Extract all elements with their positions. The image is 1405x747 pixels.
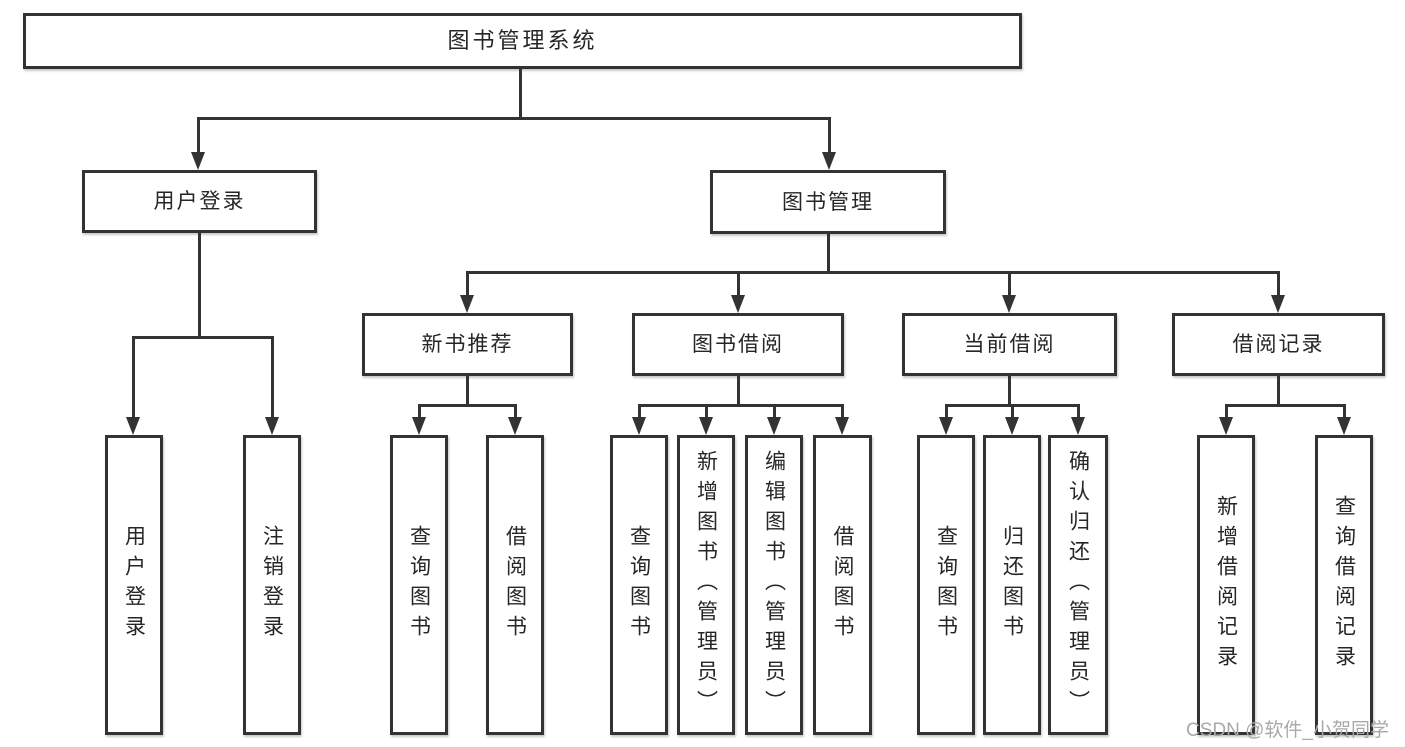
node-book-management: 图书管理 (710, 170, 946, 234)
arrowhead-down-icon (191, 152, 205, 170)
arrowhead-down-icon (835, 417, 849, 435)
node-borrow-record: 借阅记录 (1172, 313, 1385, 376)
connector-leaf-drop (418, 404, 421, 420)
node-new-book-recommend-label: 新书推荐 (421, 333, 514, 356)
node-root-label: 图书管理系统 (447, 28, 598, 53)
leaf-query-book-2: 查询图书 (610, 435, 668, 735)
arrowhead-down-icon (412, 417, 426, 435)
leaf-query-book-3: 查询图书 (917, 435, 975, 735)
leaf-add-borrow-record-label: 新增借阅记录 (1214, 495, 1238, 675)
leaf-query-book-1: 查询图书 (390, 435, 448, 735)
leaf-borrow-book-2: 借阅图书 (813, 435, 872, 735)
connector-borrow-record-rail (1225, 404, 1346, 407)
connector-leaf-drop (514, 404, 517, 420)
connector-leaf-drop (945, 404, 948, 420)
arrowhead-down-icon (1271, 295, 1285, 313)
leaf-user-login-label: 用户登录 (122, 525, 146, 645)
leaf-edit-book-admin-label: 编辑图书（管理员） (762, 450, 786, 720)
leaf-logout-label: 注销登录 (260, 525, 284, 645)
arrowhead-down-icon (1005, 417, 1019, 435)
arrowhead-down-icon (699, 417, 713, 435)
leaf-logout: 注销登录 (243, 435, 301, 735)
node-current-borrow-label: 当前借阅 (963, 333, 1056, 356)
arrowhead-down-icon (939, 417, 953, 435)
leaf-query-borrow-record-label: 查询借阅记录 (1332, 495, 1356, 675)
node-current-borrow: 当前借阅 (902, 313, 1117, 376)
arrowhead-down-icon (767, 417, 781, 435)
leaf-user-login: 用户登录 (105, 435, 163, 735)
connector-leaf-drop (1011, 404, 1014, 420)
leaf-borrow-book-1: 借阅图书 (486, 435, 544, 735)
node-new-book-recommend: 新书推荐 (362, 313, 573, 376)
node-root: 图书管理系统 (23, 13, 1022, 69)
connector-borrow-record-stem (1277, 374, 1280, 407)
connector-leaf-drop (638, 404, 641, 420)
node-borrow-record-label: 借阅记录 (1232, 333, 1325, 356)
leaf-return-book-label: 归还图书 (1000, 525, 1024, 645)
leaf-add-borrow-record: 新增借阅记录 (1197, 435, 1255, 735)
arrowhead-down-icon (1071, 417, 1085, 435)
leaf-borrow-book-1-label: 借阅图书 (503, 525, 527, 645)
arrowhead-down-icon (508, 417, 522, 435)
leaf-add-book-admin: 新增图书（管理员） (677, 435, 735, 735)
leaf-edit-book-admin: 编辑图书（管理员） (745, 435, 803, 735)
arrowhead-down-icon (1219, 417, 1233, 435)
connector-new-book-stem (466, 374, 469, 407)
connector-level2-drop (1008, 271, 1011, 297)
connector-leaf-drop (841, 404, 844, 420)
leaf-confirm-return-admin: 确认归还（管理员） (1048, 435, 1108, 735)
arrowhead-down-icon (731, 295, 745, 313)
node-book-borrow-label: 图书借阅 (692, 333, 784, 356)
arrowhead-down-icon (126, 417, 140, 435)
leaf-borrow-book-2-label: 借阅图书 (831, 525, 854, 645)
connector-level2-drop (1277, 271, 1280, 297)
connector-book-management-rail (466, 271, 1280, 274)
csdn-watermark: CSDN @软件_小贺同学 (1186, 720, 1389, 741)
connector-leaf-drop (1343, 404, 1346, 420)
connector-current-borrow-stem (1008, 374, 1011, 407)
leaf-return-book: 归还图书 (983, 435, 1041, 735)
connector-new-book-rail (418, 404, 517, 407)
leaf-query-book-1-label: 查询图书 (407, 525, 431, 645)
node-user-login: 用户登录 (82, 170, 317, 233)
arrowhead-down-icon (822, 152, 836, 170)
connector-user-login-rail (132, 336, 274, 339)
node-user-login-label: 用户登录 (153, 190, 246, 213)
leaf-query-borrow-record: 查询借阅记录 (1315, 435, 1373, 735)
arrowhead-down-icon (1002, 295, 1016, 313)
connector-user-login-drop (197, 117, 200, 155)
arrowhead-down-icon (1337, 417, 1351, 435)
connector-root-stem (519, 69, 522, 119)
arrowhead-down-icon (632, 417, 646, 435)
connector-leaf-drop (773, 404, 776, 420)
arrowhead-down-icon (265, 417, 279, 435)
connector-leaf-drop (132, 336, 135, 420)
node-book-management-label: 图书管理 (782, 190, 874, 214)
connector-leaf-drop (271, 336, 274, 420)
connector-user-login-stem (198, 231, 201, 339)
connector-book-management-stem (827, 232, 830, 274)
connector-leaf-drop (1077, 404, 1080, 420)
connector-leaf-drop (1225, 404, 1228, 420)
connector-level2-drop (466, 271, 469, 297)
connector-book-borrow-stem (737, 374, 740, 407)
connector-book-management-drop (828, 117, 831, 155)
leaf-query-book-3-label: 查询图书 (934, 525, 958, 645)
connector-level2-drop (737, 271, 740, 297)
connector-leaf-drop (705, 404, 708, 420)
leaf-add-book-admin-label: 新增图书（管理员） (694, 450, 718, 720)
leaf-confirm-return-admin-label: 确认归还（管理员） (1066, 450, 1090, 720)
node-book-borrow: 图书借阅 (632, 313, 844, 376)
connector-root-rail (197, 117, 831, 120)
connector-book-borrow-rail (638, 404, 844, 407)
arrowhead-down-icon (460, 295, 474, 313)
leaf-query-book-2-label: 查询图书 (627, 525, 651, 645)
